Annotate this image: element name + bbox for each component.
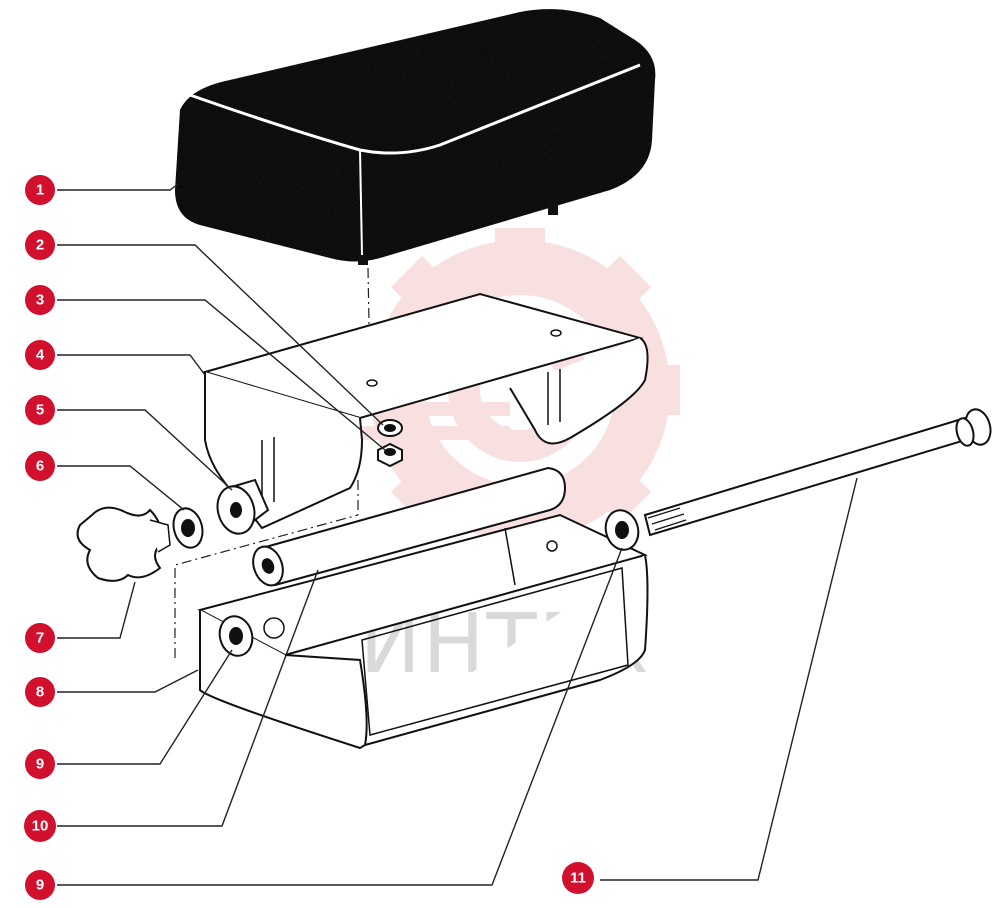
washer-9-front-part bbox=[218, 615, 254, 657]
cushion-part bbox=[175, 9, 656, 265]
knob-part bbox=[76, 506, 171, 582]
callout-8: 8 bbox=[25, 677, 55, 707]
leader-line-5 bbox=[57, 409, 233, 491]
callout-7-marker bbox=[25, 623, 55, 653]
callout-2-label: 2 bbox=[36, 237, 44, 254]
callout-6-label: 6 bbox=[36, 458, 44, 475]
callout-4: 4 bbox=[25, 340, 55, 370]
callout-9a: 9 bbox=[25, 749, 55, 779]
lower-bracket-part bbox=[197, 513, 649, 750]
screw-part bbox=[377, 419, 403, 437]
leader-line-6 bbox=[57, 465, 185, 511]
washer-9-back-part bbox=[604, 509, 640, 551]
callout-5-label: 5 bbox=[36, 402, 44, 419]
leader-line-2 bbox=[57, 244, 384, 426]
callout-4-marker bbox=[25, 340, 55, 370]
leader-lines bbox=[57, 183, 858, 886]
callout-10-label: 10 bbox=[32, 818, 49, 835]
leader-line-9a bbox=[57, 649, 233, 765]
callout-11-marker bbox=[562, 862, 594, 894]
spacer-part bbox=[216, 478, 270, 535]
callout-5: 5 bbox=[25, 395, 55, 425]
callout-11: 11 bbox=[562, 862, 594, 894]
callout-7: 7 bbox=[25, 623, 55, 653]
callout-1-marker bbox=[25, 175, 55, 205]
leader-line-10 bbox=[57, 569, 319, 827]
callout-3-marker bbox=[25, 285, 55, 315]
callout-6-marker bbox=[25, 451, 55, 481]
callout-11-label: 11 bbox=[570, 870, 586, 887]
callout-9a-marker bbox=[25, 749, 55, 779]
leader-line-11 bbox=[600, 477, 858, 881]
washer-part bbox=[172, 507, 204, 549]
callout-9b-marker bbox=[25, 870, 55, 900]
callout-1-label: 1 bbox=[36, 182, 44, 199]
callout-3-label: 3 bbox=[36, 292, 44, 309]
callout-9a-label: 9 bbox=[36, 756, 44, 773]
callout-1: 1 bbox=[25, 175, 55, 205]
callout-9b: 9 bbox=[25, 870, 55, 900]
leader-line-9b bbox=[57, 547, 623, 886]
bolt-part bbox=[643, 408, 992, 537]
dashed-guide-line bbox=[174, 480, 359, 658]
leader-line-7 bbox=[57, 581, 136, 639]
callout-7-label: 7 bbox=[36, 630, 44, 647]
leader-line-3 bbox=[57, 299, 386, 451]
leader-line-4 bbox=[57, 354, 206, 376]
callout-8-label: 8 bbox=[36, 684, 44, 701]
callout-2-marker bbox=[25, 230, 55, 260]
callout-10-marker bbox=[24, 810, 56, 842]
callout-10: 10 bbox=[24, 810, 56, 842]
tube-part bbox=[252, 466, 567, 587]
callout-markers: 1 2 3 4 5 6 7 8 bbox=[24, 175, 594, 900]
callout-5-marker bbox=[25, 395, 55, 425]
leader-line-1 bbox=[57, 183, 179, 191]
callout-3: 3 bbox=[25, 285, 55, 315]
callout-6: 6 bbox=[25, 451, 55, 481]
callout-2: 2 bbox=[25, 230, 55, 260]
callout-9b-label: 9 bbox=[36, 877, 44, 894]
callout-8-marker bbox=[25, 677, 55, 707]
leader-line-8 bbox=[57, 669, 199, 693]
callout-4-label: 4 bbox=[36, 347, 45, 364]
